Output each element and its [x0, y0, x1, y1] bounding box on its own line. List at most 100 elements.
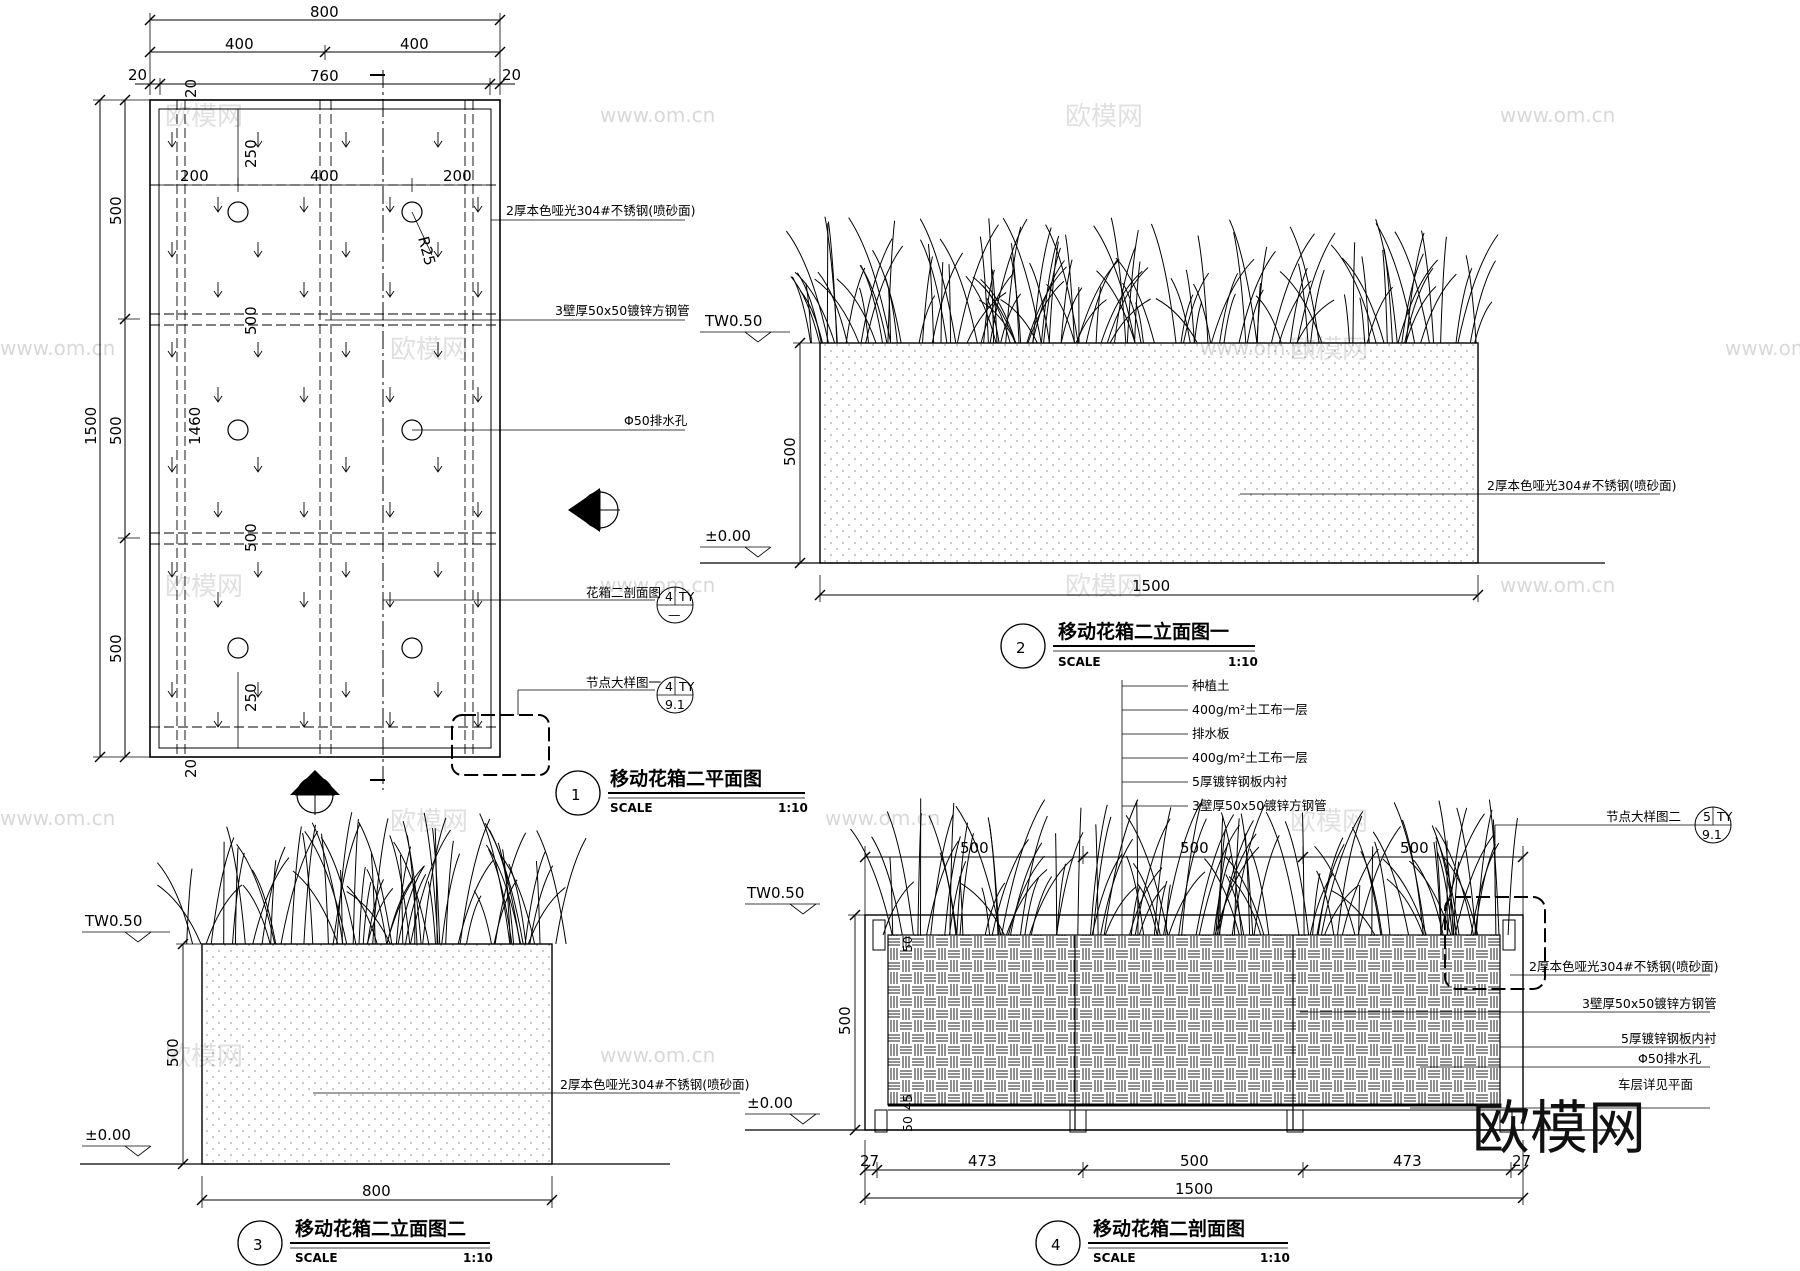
dim-bottom-c: 473 — [1393, 1152, 1422, 1170]
grass-blade — [1010, 256, 1022, 344]
grass-blade — [1233, 232, 1247, 344]
grass-blade — [1178, 818, 1207, 936]
grass-blade — [1026, 266, 1067, 344]
grass-blade — [1104, 886, 1137, 936]
slope-arrow-icon — [299, 712, 309, 728]
slope-arrow-icon — [385, 712, 395, 728]
callout-steel-skin: 2厚本色哑光304#不锈钢(喷砂面) — [506, 203, 696, 218]
slope-arrow-icon — [341, 342, 351, 358]
grass-blade — [1492, 819, 1497, 936]
watermark-brand: 欧模网 — [165, 102, 243, 132]
detail-ref-sub: 9.1 — [665, 697, 685, 712]
grass-blade — [232, 852, 245, 945]
grass-blade — [872, 250, 902, 344]
watermark-brand: 欧模网 — [390, 335, 468, 365]
grass-blade — [1256, 283, 1261, 344]
dim-inner-b: 400 — [310, 167, 339, 185]
grass-blade — [927, 243, 935, 344]
watermark-site: www.om.cn — [0, 806, 115, 830]
grass-blade — [1122, 282, 1142, 344]
grass-blade — [827, 221, 838, 344]
grass-blade — [370, 853, 376, 945]
grass-blade — [1317, 837, 1344, 936]
grass-blade — [1244, 833, 1251, 936]
grass-blade — [1435, 827, 1474, 936]
grass-blade — [1060, 259, 1073, 344]
title-text: 移动花箱二剖面图 — [1093, 1217, 1245, 1240]
grass-blade — [320, 837, 357, 945]
grass-blade — [1029, 262, 1050, 344]
grass-blade — [1065, 234, 1075, 344]
slope-arrow-icon — [167, 682, 177, 698]
grass-blade — [536, 830, 567, 945]
title-text: 移动花箱二平面图 — [610, 767, 762, 790]
grass-blade — [402, 820, 422, 945]
dim-mid1: 500 — [242, 306, 260, 335]
grass-blade — [1439, 813, 1485, 936]
dim-top-a: 500 — [960, 839, 989, 857]
dim-bottom-20: 20 — [182, 759, 200, 778]
slope-arrow-icon — [385, 502, 395, 518]
grass-blade — [1298, 263, 1309, 344]
grass-blade — [956, 224, 999, 344]
grass-blade — [826, 223, 829, 344]
grass-blade — [1238, 250, 1276, 344]
grass-blade — [555, 837, 587, 945]
level-top: TW0.50 — [746, 884, 804, 902]
grass-blade — [814, 278, 860, 344]
grass-blade — [1249, 848, 1270, 936]
grass-blade — [845, 267, 866, 344]
grass-blade — [1343, 294, 1350, 344]
grass-blade — [242, 884, 271, 945]
grass-blade — [1278, 280, 1312, 344]
grass-blade — [948, 264, 952, 344]
dim-margin-right: 20 — [502, 66, 521, 84]
grass-blade — [524, 851, 546, 945]
grass-blade — [1358, 885, 1361, 936]
grass-blade — [926, 840, 959, 936]
grass-blade — [485, 844, 522, 945]
grass-blade — [1055, 833, 1058, 936]
grass-blade — [459, 818, 491, 945]
title-scale: 1:10 — [1260, 1251, 1290, 1265]
grass-blade — [1474, 843, 1496, 936]
grass-blade — [473, 890, 492, 945]
slope-arrow-icon — [433, 457, 443, 473]
layer-geotextile-top: 400g/m²土工布一层 — [1192, 702, 1308, 717]
grass-blade — [1077, 807, 1082, 936]
callout-drain-hole: Φ50排水孔 — [1638, 1051, 1702, 1066]
grass-blade — [1110, 217, 1127, 344]
grass-blade — [1456, 807, 1477, 936]
dim-small-top: 50 — [900, 936, 915, 952]
title-scale-word: SCALE — [1093, 1251, 1136, 1265]
grass-blade — [234, 847, 239, 945]
grass-blade — [1170, 278, 1191, 344]
slope-arrow-icon — [167, 562, 177, 578]
grass-blade — [1375, 219, 1398, 344]
section-ref-num: 4 — [665, 589, 673, 604]
grass-blade — [1360, 850, 1383, 936]
grass-blade — [850, 828, 893, 936]
dim-height: 500 — [836, 1006, 854, 1035]
slope-arrow-icon — [299, 502, 309, 518]
watermark-brand: 欧模网 — [1065, 102, 1143, 132]
grass-blade — [1019, 815, 1048, 936]
layer-geotextile-bottom: 400g/m²土工布一层 — [1192, 750, 1308, 765]
title-number: 1 — [571, 786, 581, 804]
grass-blade — [1420, 273, 1457, 344]
grass-blade — [1220, 812, 1242, 936]
grass-blade — [251, 869, 277, 945]
watermark-brand: 欧模网 — [1065, 572, 1143, 602]
grass-blade — [848, 217, 892, 344]
slope-arrow-icon — [299, 282, 309, 298]
grass-blade — [1359, 297, 1366, 344]
grass-blade — [1197, 235, 1209, 344]
slope-arrow-icon — [299, 387, 309, 403]
dim-edge-left: 27 — [860, 1152, 879, 1170]
slope-arrow-icon — [433, 682, 443, 698]
layer-square-tube: 3壁厚50x50镀锌方钢管 — [1192, 798, 1327, 813]
grass-blade — [1397, 259, 1438, 344]
grass-blade — [1394, 231, 1430, 344]
slope-arrow-icon — [473, 197, 483, 213]
grass-blade — [1331, 890, 1376, 936]
